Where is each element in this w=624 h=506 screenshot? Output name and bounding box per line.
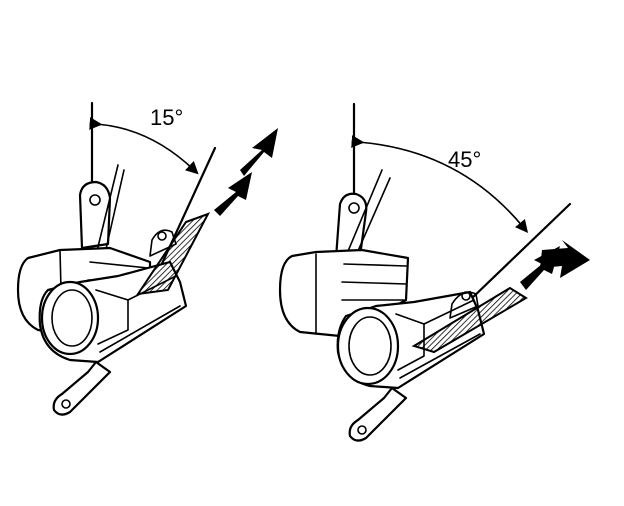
pull-arrow-upper — [240, 128, 278, 176]
webbing-strap — [411, 286, 528, 354]
angle-label: 15° — [150, 105, 183, 130]
pull-arrow-lower — [520, 246, 560, 290]
pull-arrow-lower — [214, 172, 252, 216]
spool-end — [40, 280, 100, 356]
angle-label: 45° — [448, 147, 481, 172]
retractor-figure-right: 45° — [278, 102, 590, 442]
inclined-reference-line — [468, 202, 572, 302]
lower-mount-tab — [52, 360, 112, 416]
retractor-figure-left: 15° — [16, 101, 278, 416]
spool-end — [336, 306, 400, 386]
angle-arc — [351, 135, 529, 233]
bracket-hole — [89, 194, 101, 206]
angle-arc — [89, 117, 199, 175]
bracket-hole — [348, 202, 360, 214]
lower-mount-tab — [348, 386, 408, 442]
pull-arrow-upper — [540, 240, 590, 278]
webbing-strap — [135, 212, 211, 296]
